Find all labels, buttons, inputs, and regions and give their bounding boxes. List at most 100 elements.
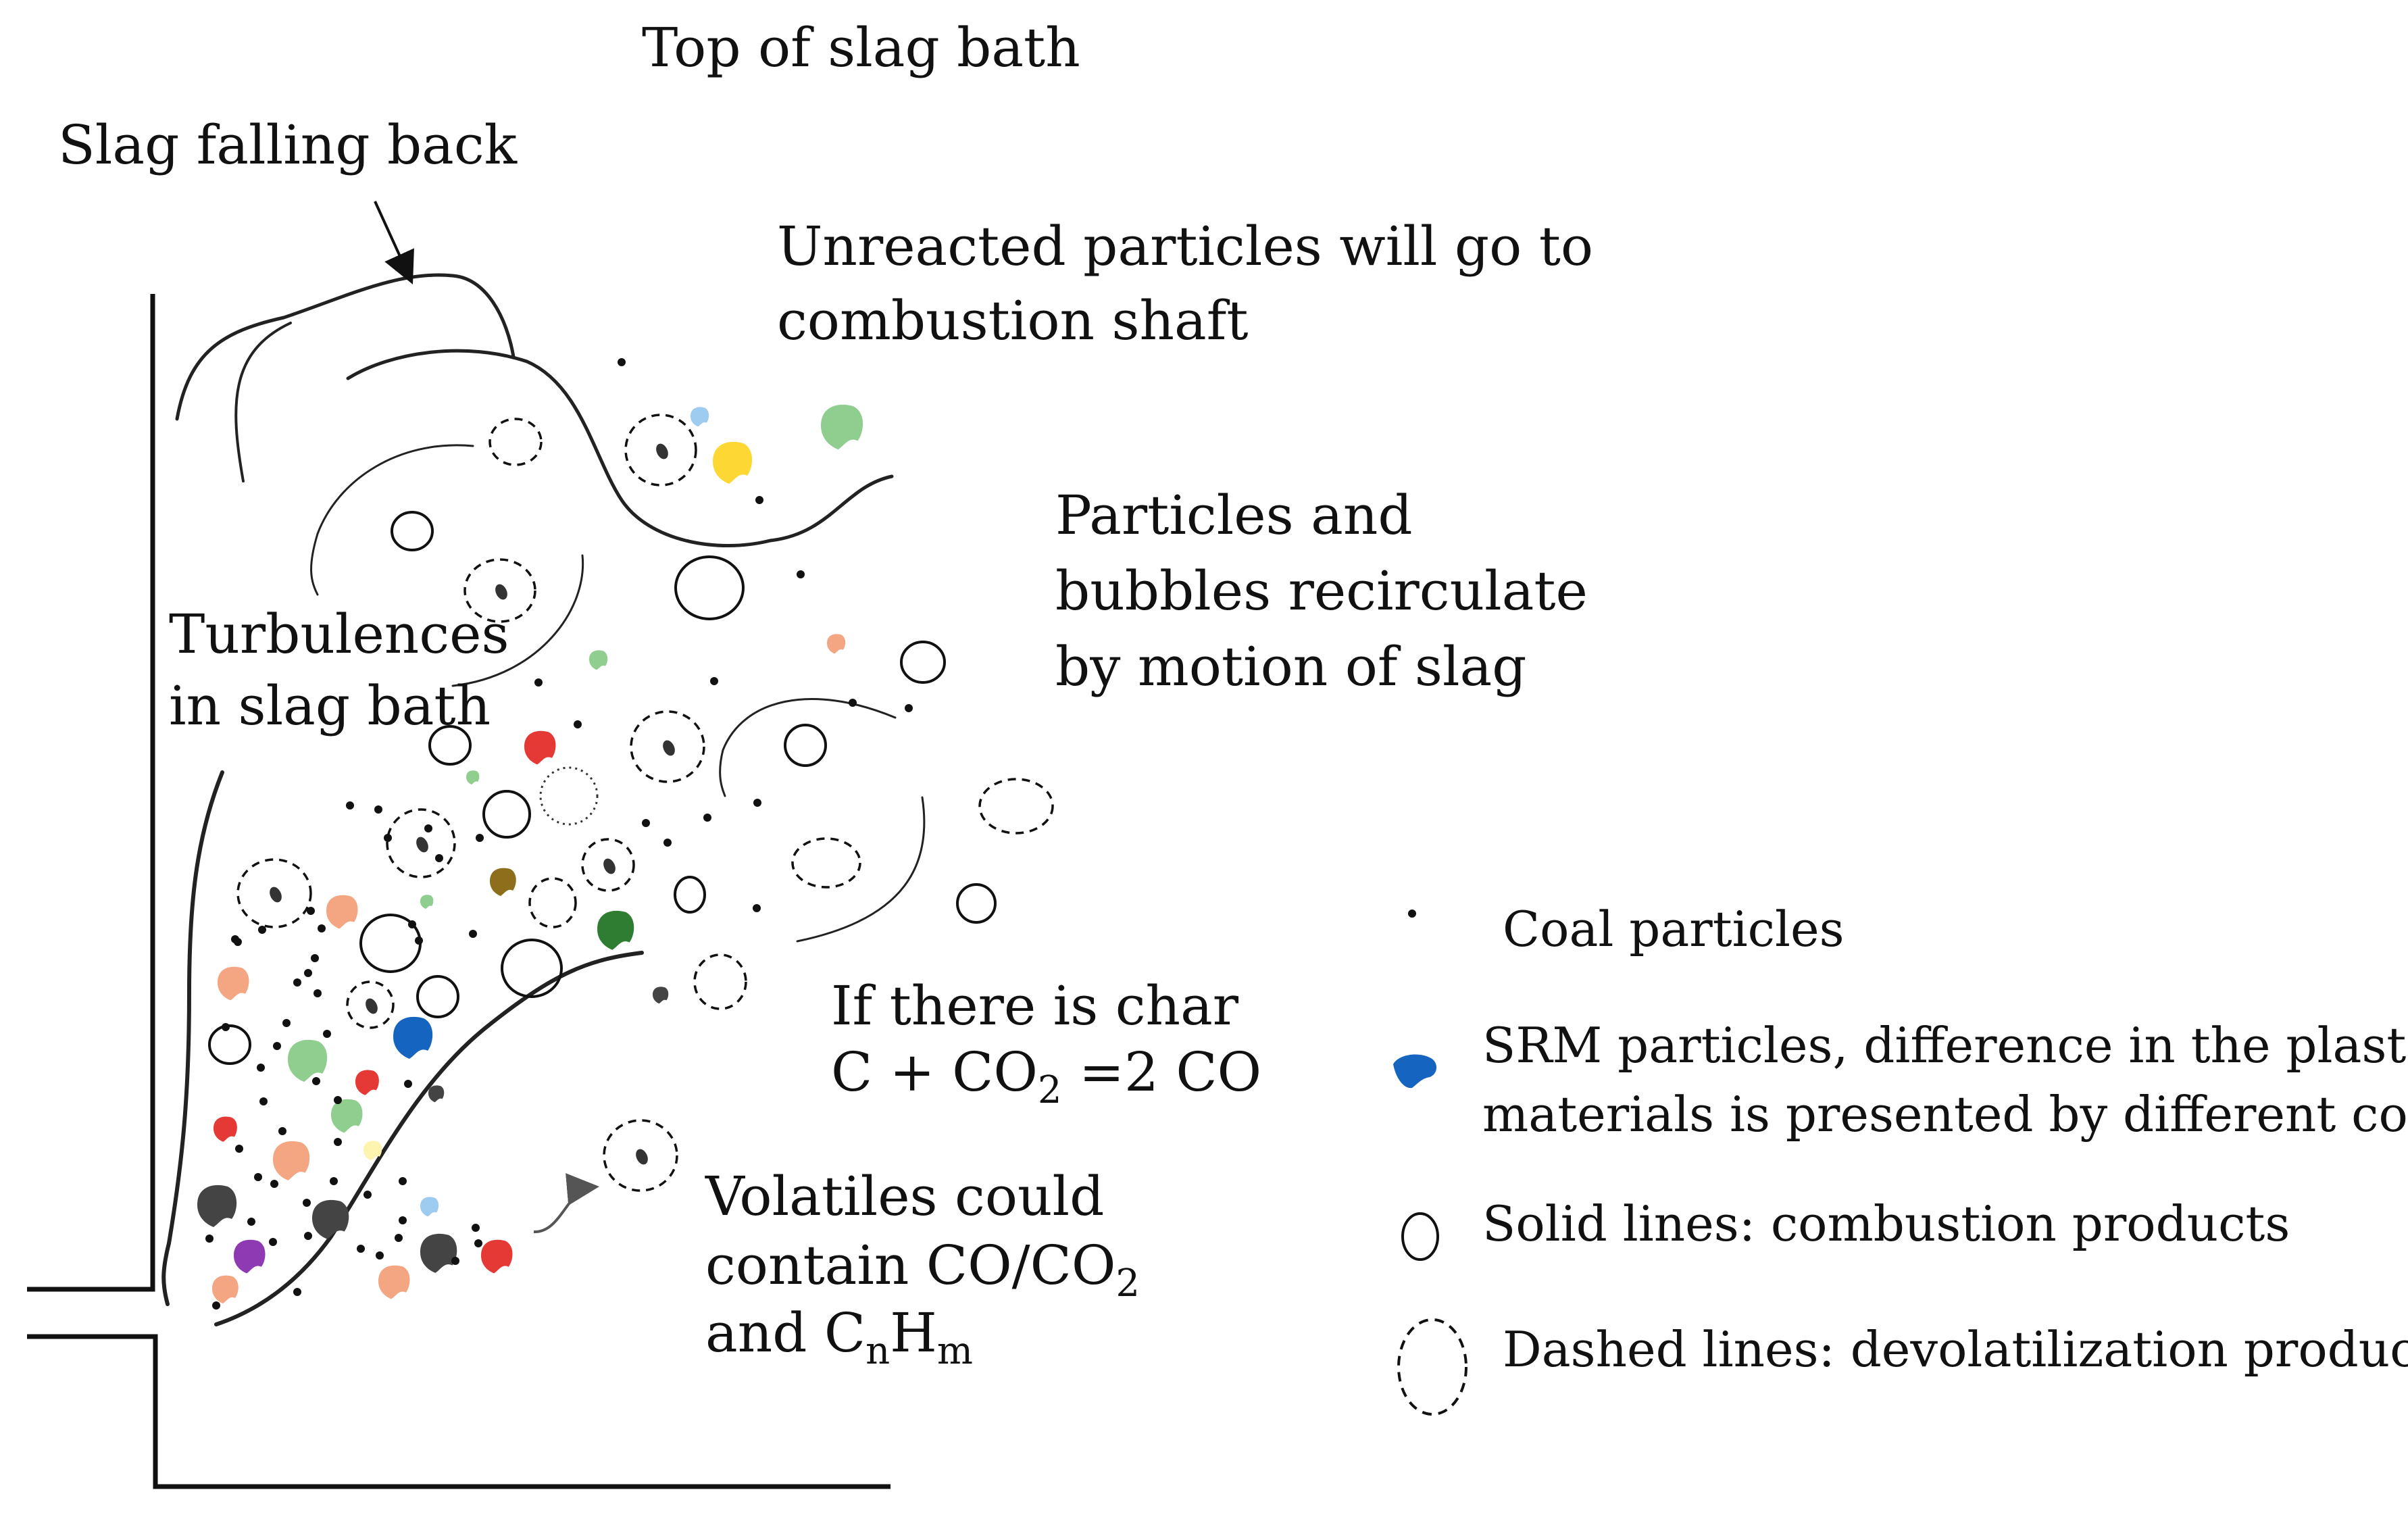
devolatilization-bubble [791, 837, 861, 889]
label-unreacted-line2: combustion shaft [777, 289, 1249, 352]
coal-particle [703, 814, 711, 822]
srm-particle [420, 1197, 439, 1217]
label-slag-falling-back: Slag falling back [58, 114, 518, 176]
devolatilization-bubble [693, 953, 747, 1010]
coal-particle [424, 824, 432, 832]
label-turbulences-line2: in slag bath [169, 674, 491, 737]
combustion-bubble [674, 555, 745, 620]
devolatilization-bubble [978, 778, 1054, 835]
srm-particle [713, 441, 753, 484]
label-volatiles-line1: Volatiles could [705, 1165, 1104, 1228]
coal-particle [618, 358, 626, 366]
devolatilization-bubble [630, 710, 705, 783]
srm-particle [378, 1265, 410, 1299]
char-core [366, 998, 378, 1014]
coal-particle [469, 930, 477, 938]
coal-particle [313, 989, 322, 997]
coal-particle [304, 969, 312, 977]
devolatilization-bubble [236, 858, 312, 928]
coal-particle [311, 954, 319, 962]
combustion-bubble [416, 975, 459, 1018]
legend-dashed-label: Dashed lines: devolatilization products [1503, 1321, 2408, 1378]
coal-particle [357, 1245, 365, 1253]
combustion-bubble [482, 790, 531, 839]
inner-wave-3 [451, 554, 584, 687]
coal-particle [376, 1251, 384, 1260]
char-core [663, 740, 675, 756]
label-volatiles-line3: and CnHm [705, 1301, 973, 1373]
coal-particle [270, 1180, 278, 1188]
label-turbulences-line1: Turbulences [169, 603, 509, 666]
srm-particle [524, 730, 556, 765]
char-core [416, 837, 428, 853]
right-wave-1 [719, 698, 897, 797]
srm-particle [214, 1116, 237, 1142]
combustion-bubble [501, 939, 563, 998]
legend-solid-label: Solid lines: combustion products [1482, 1195, 2290, 1252]
coal-particle [304, 1232, 312, 1240]
devolatilization-bubble [624, 414, 697, 487]
srm-particle [597, 910, 634, 950]
srm-particle [428, 1085, 445, 1103]
coal-particle [293, 1288, 301, 1296]
coal-particle [363, 1191, 372, 1199]
coal-particle [247, 1218, 255, 1226]
coal-particle [205, 1235, 214, 1243]
srm-particle [312, 1199, 349, 1239]
srm-particle [393, 1016, 433, 1059]
coal-particle [849, 699, 857, 707]
slag-falling-arrow [374, 201, 414, 284]
label-recirculate-line1: Particles and [1055, 484, 1413, 547]
devolatilization-bubble [603, 1119, 678, 1192]
combustion-bubble [391, 511, 434, 551]
coal-particle [318, 924, 326, 932]
coal-particle [753, 904, 761, 912]
main-slag-surface [346, 349, 894, 547]
combustion-bubble [900, 641, 946, 684]
coal-particle [408, 920, 416, 928]
coal-particles [205, 358, 913, 1310]
coal-particle [212, 1301, 220, 1310]
coal-particle [374, 805, 382, 814]
srm-particle [218, 966, 249, 1001]
left-wall [27, 294, 155, 1292]
srm-particle [212, 1275, 239, 1303]
char-core [603, 858, 616, 874]
legend-coal-label: Coal particles [1503, 901, 1845, 957]
combustion-bubble [956, 883, 997, 924]
label-char-equation: C + CO2 =2 CO [831, 1041, 1261, 1112]
coal-particle [399, 1216, 407, 1224]
srm-particle [331, 1099, 363, 1133]
coal-particle [472, 1224, 480, 1232]
srm-particle [234, 1239, 266, 1274]
coal-particle [753, 799, 761, 807]
label-char-line1: If there is char [831, 974, 1239, 1037]
devolatilization-bubble [528, 877, 577, 928]
legend-solid-symbol [1401, 1212, 1439, 1261]
coal-particle [797, 570, 805, 578]
coal-particle [474, 1239, 482, 1247]
coal-particle [273, 1042, 281, 1050]
srm-particle [355, 1070, 379, 1095]
inner-wave-2 [310, 444, 474, 596]
devolatilization-bubble [386, 808, 456, 878]
coal-particle [451, 1257, 459, 1265]
srm-particle [653, 987, 669, 1004]
legend-dashed-symbol [1397, 1318, 1468, 1416]
srm-particle [326, 895, 358, 929]
coal-particle [334, 1096, 342, 1104]
srm-particle [481, 1239, 513, 1274]
coal-particle [303, 1199, 311, 1207]
char-core [656, 443, 668, 459]
label-volatiles-line2: contain CO/CO2 [705, 1234, 1140, 1305]
coal-particle [293, 978, 301, 987]
label-top-of-slag-bath: Top of slag bath [642, 16, 1080, 79]
coal-particle [235, 1145, 243, 1153]
label-unreacted-line1: Unreacted particles will go to [777, 215, 1593, 278]
combustion-bubble [539, 766, 599, 826]
coal-particle [534, 678, 543, 687]
coal-particle [663, 839, 672, 847]
coal-particle [642, 819, 650, 827]
legend: Coal particles SRM particles, difference… [1393, 901, 2408, 1416]
